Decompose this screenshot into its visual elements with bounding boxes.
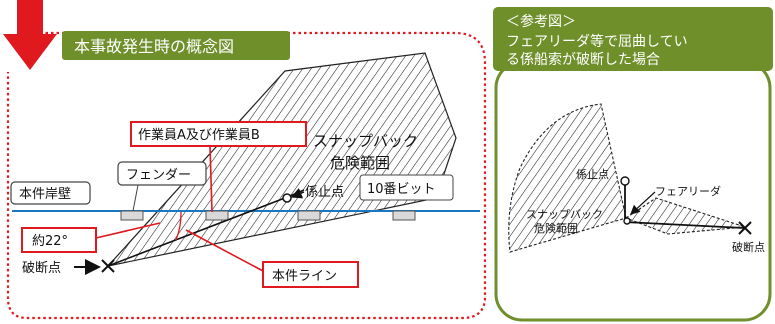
ref-fairlead-marker — [623, 217, 631, 225]
fender-block — [205, 210, 229, 221]
fender-row — [120, 210, 416, 221]
ref-danger-zone-small — [624, 197, 746, 235]
fender-label: フェンダー — [126, 168, 191, 183]
break-point-cross-icon — [101, 259, 115, 273]
ref-zone-label-line1: スナップバック — [526, 208, 603, 221]
mooring-point-arrow — [290, 188, 305, 199]
ref-zone-label-line2: 危険範囲 — [534, 221, 578, 235]
line-callout — [262, 261, 359, 288]
ref-mooring-point-marker — [620, 176, 630, 186]
ref-title-box — [493, 7, 773, 71]
workers-label: 作業員A及び作業員B — [138, 127, 260, 143]
angle-arc — [175, 211, 182, 241]
line-label: 本件ライン — [272, 269, 337, 284]
fender-leader — [132, 184, 139, 212]
angle-label: 約22° — [32, 234, 68, 249]
mooring-point-marker — [282, 193, 292, 203]
ref-break-point-cross-icon — [738, 221, 752, 235]
workers-leader — [209, 145, 213, 213]
fender-block — [120, 210, 144, 221]
snapback-danger-zone — [106, 52, 457, 267]
zone-label-line1: スナップバック — [313, 132, 418, 150]
fender-block — [392, 210, 416, 221]
break-point-label: 破断点 — [22, 261, 61, 276]
ref-break-point-label: 破断点 — [732, 240, 765, 254]
bitt-label-box — [359, 174, 454, 201]
angle-callout — [21, 227, 97, 253]
ref-title-line2: フェアリーダ等で屈曲してい — [506, 33, 688, 50]
main-title-tab — [62, 31, 290, 60]
line-leader — [185, 229, 264, 272]
down-arrow-icon — [3, 0, 57, 70]
mooring-point-label: 係止点 — [305, 185, 344, 200]
ref-danger-zone-large — [508, 103, 627, 253]
ref-mooring-point-label: 係止点 — [576, 168, 609, 181]
ref-fairlead-label: フェアリーダ — [655, 184, 721, 198]
main-title: 本事故発生時の概念図 — [74, 37, 234, 56]
quay-label-box — [10, 181, 91, 205]
main-panel-frame — [6, 31, 487, 320]
ref-fairlead-arrow — [630, 191, 656, 215]
workers-callout — [130, 121, 307, 147]
quay-label: 本件岸壁 — [19, 187, 71, 202]
fender-label-box — [117, 161, 207, 186]
zone-label-line2: 危険範囲 — [330, 154, 390, 172]
ref-title-line3: る係船索が破断した場合 — [506, 51, 660, 68]
bitt-label: 10番ビット — [367, 182, 436, 197]
angle-leader — [95, 222, 161, 239]
fender-block — [297, 210, 321, 221]
ref-title-line1: ＜参考図＞ — [506, 13, 576, 30]
